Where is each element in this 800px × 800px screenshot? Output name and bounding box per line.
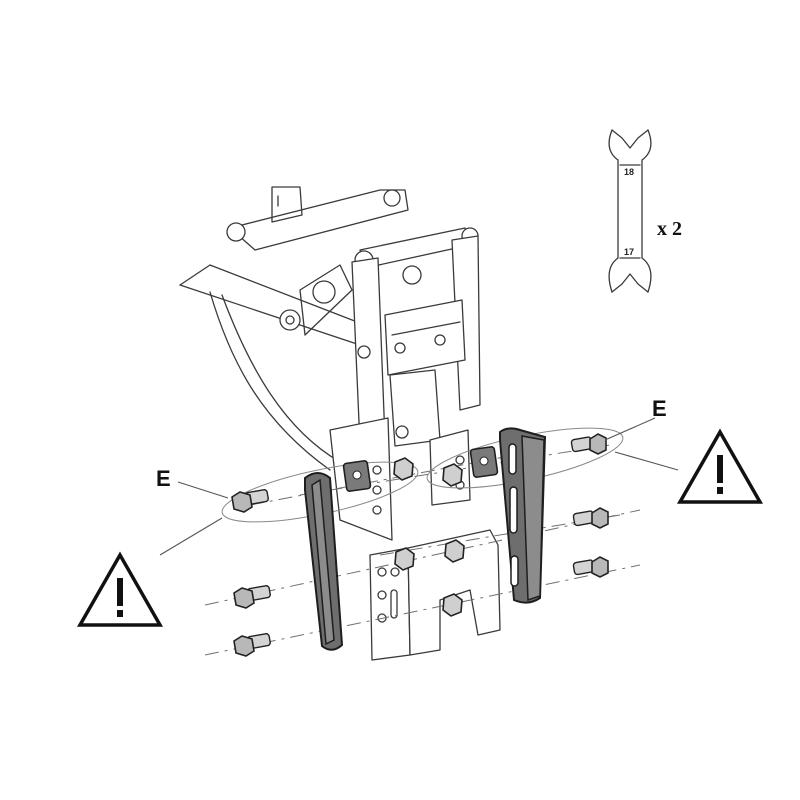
bolt bbox=[233, 585, 271, 609]
bolt bbox=[231, 489, 269, 513]
wear-plate-left bbox=[304, 472, 344, 651]
leader-lines bbox=[159, 417, 679, 556]
wrench-size-bottom: 17 bbox=[624, 247, 635, 257]
bolt bbox=[570, 433, 607, 455]
warning-icon-left bbox=[76, 551, 164, 627]
bolts-right bbox=[570, 433, 609, 578]
wrench-icon bbox=[608, 129, 652, 293]
square-washers bbox=[342, 446, 499, 492]
callout-label-left: E bbox=[156, 466, 171, 491]
bolt bbox=[572, 507, 609, 529]
warning-icon-right bbox=[676, 428, 764, 504]
lower-bracket bbox=[369, 529, 501, 661]
callout-label-right: E bbox=[652, 396, 667, 421]
bolt bbox=[233, 633, 271, 657]
nuts bbox=[393, 457, 465, 617]
tool-quantity-label: x 2 bbox=[657, 218, 682, 240]
bolt bbox=[572, 556, 609, 578]
bolts-left bbox=[231, 489, 271, 657]
wrench-size-top: 18 bbox=[624, 167, 635, 177]
wear-plate-right bbox=[499, 427, 547, 604]
